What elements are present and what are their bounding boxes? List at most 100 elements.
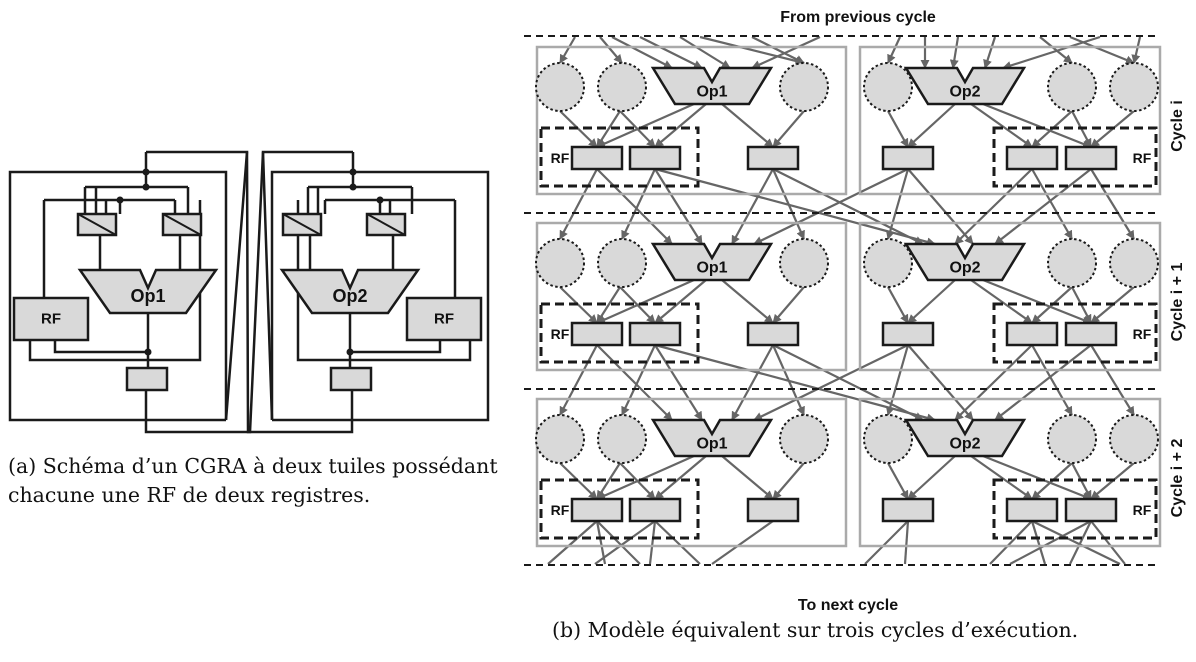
- dataflow-edge: [559, 110, 598, 148]
- dataflow-edge: [970, 103, 1033, 148]
- to-next-cycle-label: To next cycle: [798, 597, 898, 614]
- dataflow-edge: [885, 168, 910, 240]
- output-register-left: [125, 366, 169, 392]
- tile-border-right: [858, 45, 1162, 196]
- dataflow-edge: [907, 168, 974, 245]
- alu-op2: [279, 268, 421, 315]
- dataflow-edge: [772, 462, 805, 500]
- dataflow-edge: [772, 168, 924, 245]
- dataflow-edge: [639, 36, 703, 69]
- dataflow-edge: [1090, 168, 1135, 240]
- tile-frame-left: [8, 152, 228, 422]
- dataflow-edge: [721, 279, 774, 324]
- output-edge: [1030, 520, 1047, 565]
- register-node: [628, 497, 682, 523]
- dataflow-edge: [559, 36, 576, 64]
- operand-input-node: [1047, 238, 1097, 288]
- wire-junction: [116, 196, 124, 204]
- dataflow-edge: [621, 168, 656, 240]
- register-node: [570, 497, 624, 523]
- mux-diagonal: [282, 213, 322, 236]
- dataflow-edge: [887, 286, 909, 324]
- alu-op1-node: [650, 242, 774, 282]
- rf-label-right: RF: [1133, 502, 1152, 518]
- dataflow-edge: [772, 110, 805, 148]
- dataflow-edge: [907, 103, 956, 148]
- output-edge: [654, 520, 701, 565]
- register-node: [570, 321, 624, 347]
- caption-b: (b) Modèle équivalent sur trois cycles d…: [552, 618, 1079, 642]
- register-node: [881, 497, 935, 523]
- wire-junction: [142, 168, 150, 176]
- from-previous-cycle-label: From previous cycle: [780, 9, 936, 26]
- register-node: [570, 145, 624, 171]
- dataflow-edge: [559, 286, 598, 324]
- dataflow-edge: [596, 344, 673, 421]
- register-file-right-label: RF: [434, 311, 454, 328]
- register-node: [1005, 145, 1059, 171]
- wire-junctions: [116, 168, 384, 356]
- register-node: [746, 321, 800, 347]
- dataflow-edge: [887, 462, 909, 500]
- alu-op2-node-label: Op2: [949, 436, 980, 453]
- register-node: [881, 145, 935, 171]
- dataflow-edge: [596, 454, 695, 501]
- dataflow-edge: [753, 344, 909, 421]
- output-edge: [1090, 520, 1126, 565]
- wire-junction: [346, 348, 354, 356]
- alu-op2-node: [903, 418, 1027, 458]
- tile-border-left: [535, 45, 848, 196]
- operand-input-node: [597, 62, 647, 112]
- register-node: [1005, 497, 1059, 523]
- cycle-label-i-plus-1: Cycle i + 1: [1169, 263, 1186, 342]
- operand-input-node: [535, 238, 585, 288]
- register-node: [746, 497, 800, 523]
- output-edge: [1069, 520, 1092, 565]
- operand-input-node: [779, 414, 829, 464]
- dataflow-edge: [1031, 344, 1073, 416]
- operand-input-node: [597, 238, 647, 288]
- operand-input-node: [1109, 238, 1159, 288]
- register-file-left: [12, 296, 90, 342]
- alu-op2-node: [903, 66, 1027, 106]
- tile-border-left: [535, 397, 848, 548]
- dataflow-edge: [731, 168, 774, 245]
- dataflow-edge: [994, 344, 1092, 421]
- operand-input-node: [1047, 414, 1097, 464]
- dataflow-edge: [699, 35, 805, 66]
- dataflow-edge: [949, 36, 960, 69]
- rf-label-right: RF: [1133, 326, 1152, 342]
- dataflow-edge: [983, 36, 997, 69]
- output-edge: [903, 520, 910, 565]
- mux-diagonal: [77, 213, 117, 236]
- dataflow-edge: [596, 102, 695, 149]
- crossing-interconnect: [144, 150, 354, 434]
- rf-group-right: [992, 126, 1158, 188]
- rf-group-left: [539, 302, 700, 364]
- alu-op1-label: Op1: [130, 286, 165, 306]
- mux-diagonal: [366, 213, 406, 236]
- operand-input-node: [1047, 62, 1097, 112]
- dataflow-edge: [982, 102, 1092, 149]
- rf-group-right: [992, 302, 1158, 364]
- dataflow-edge: [887, 36, 901, 64]
- rf-label-left: RF: [551, 326, 570, 342]
- dataflow-edge: [721, 455, 774, 500]
- output-edge: [1031, 520, 1121, 565]
- dataflow-edge: [621, 344, 656, 416]
- output-edge: [989, 520, 1033, 565]
- tile-border-right: [858, 397, 1162, 548]
- tile-frame-right: [270, 152, 490, 422]
- wire-junction: [376, 196, 384, 204]
- dataflow-edge: [1131, 36, 1142, 64]
- alu-op1-node: [650, 418, 774, 458]
- register-node: [1064, 497, 1118, 523]
- dataflow-edge: [654, 343, 936, 423]
- tile-border-left: [535, 221, 848, 372]
- dataflow-edge: [982, 278, 1092, 325]
